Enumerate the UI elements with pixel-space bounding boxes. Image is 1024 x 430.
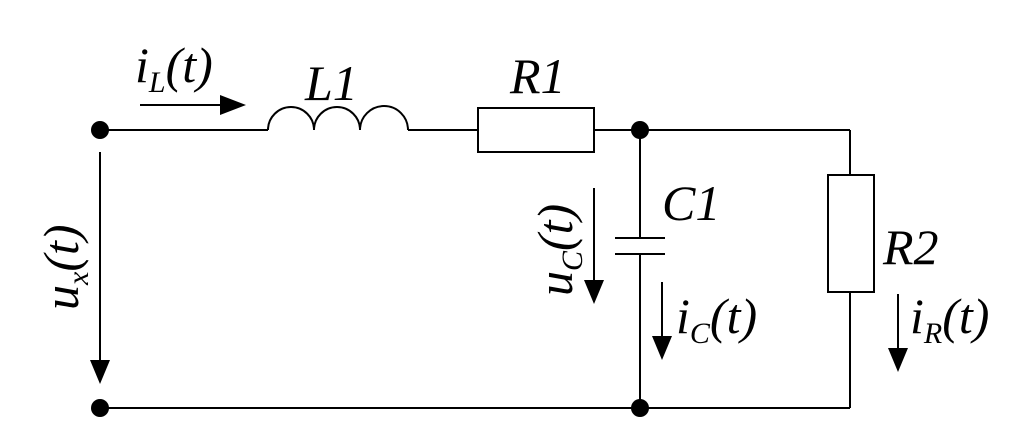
resistor-r2 (827, 174, 875, 293)
arrow-il (140, 95, 246, 115)
arrow-uc (584, 188, 604, 304)
arrow-ic (652, 282, 672, 360)
junction-bottom (631, 399, 649, 417)
arrow-ir (888, 294, 908, 372)
label-ux: ux(t) (33, 224, 95, 310)
label-ir: iR(t) (910, 288, 989, 350)
label-c1: C1 (662, 175, 720, 231)
capacitor-c1 (615, 237, 665, 255)
label-r2: R2 (882, 219, 939, 275)
terminal-bottom-left (91, 399, 109, 417)
inductor-l1 (267, 105, 409, 131)
arrow-ux (90, 152, 110, 384)
label-uc: uC(t) (527, 204, 589, 296)
label-l1: L1 (304, 55, 358, 111)
resistor-r1 (477, 107, 595, 153)
label-r1: R1 (509, 48, 566, 104)
label-il: iL(t) (135, 37, 213, 99)
junction-top (631, 121, 649, 139)
label-ic: iC(t) (676, 288, 757, 350)
terminal-top-left (91, 121, 109, 139)
